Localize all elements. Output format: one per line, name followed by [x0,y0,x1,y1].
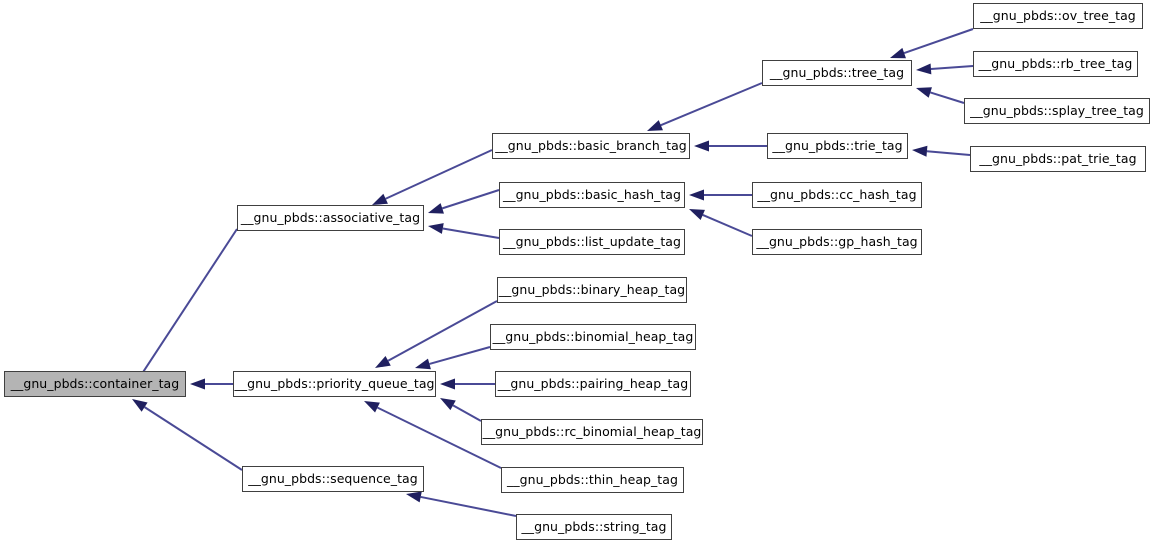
node-label-tree_tag: __gnu_pbds::tree_tag [769,64,905,80]
node-label-rc_binomial_heap_tag: __gnu_pbds::rc_binomial_heap_tag [482,423,702,439]
edge-basic_branch_tag-to-associative_tag [372,149,493,205]
node-priority_queue_tag[interactable]: __gnu_pbds::priority_queue_tag [233,371,436,397]
node-label-binary_heap_tag: __gnu_pbds::binary_heap_tag [498,281,686,297]
edge-list_update_tag-to-associative_tag [428,223,500,239]
arrowhead [440,378,455,390]
edge-pat_trie_tag-to-trie_tag [912,145,971,157]
node-label-pairing_heap_tag: __gnu_pbds::pairing_heap_tag [497,375,689,391]
arrowhead [689,209,705,220]
node-label-thin_heap_tag: __gnu_pbds::thin_heap_tag [507,471,678,487]
arrowhead [364,401,380,413]
node-string_tag[interactable]: __gnu_pbds::string_tag [516,514,672,540]
arrowhead [890,47,906,59]
edge-binary_heap_tag-to-priority_queue_tag [375,300,498,368]
node-associative_tag[interactable]: __gnu_pbds::associative_tag [237,205,424,231]
edge-string_tag-to-sequence_tag [406,491,517,517]
arrowhead [428,223,444,234]
arrowhead [916,87,932,98]
node-label-pat_trie_tag: __gnu_pbds::pat_trie_tag [979,150,1137,166]
node-ov_tree_tag[interactable]: __gnu_pbds::ov_tree_tag [973,3,1143,29]
arrowhead [428,203,444,214]
node-label-trie_tag: __gnu_pbds::trie_tag [772,137,903,153]
arrowhead [440,398,456,411]
node-label-ov_tree_tag: __gnu_pbds::ov_tree_tag [980,7,1136,23]
arrowhead [694,140,709,152]
node-rb_tree_tag[interactable]: __gnu_pbds::rb_tree_tag [973,51,1138,77]
edge-rb_tree_tag-to-tree_tag [916,63,974,75]
edge-tree_tag-to-basic_branch_tag [647,82,763,131]
node-pat_trie_tag[interactable]: __gnu_pbds::pat_trie_tag [970,146,1146,172]
node-list_update_tag[interactable]: __gnu_pbds::list_update_tag [499,229,685,255]
arrowhead [132,399,148,412]
edge-thin_heap_tag-to-priority_queue_tag [364,401,502,469]
arrowhead [375,355,391,368]
node-sequence_tag[interactable]: __gnu_pbds::sequence_tag [242,466,424,492]
node-label-splay_tree_tag: __gnu_pbds::splay_tree_tag [970,102,1144,118]
edge-basic_hash_tag-to-associative_tag [428,189,500,214]
node-label-basic_hash_tag: __gnu_pbds::basic_hash_tag [502,186,682,202]
node-basic_branch_tag[interactable]: __gnu_pbds::basic_branch_tag [492,133,690,159]
node-binary_heap_tag[interactable]: __gnu_pbds::binary_heap_tag [497,277,687,303]
node-label-priority_queue_tag: __gnu_pbds::priority_queue_tag [234,375,435,391]
node-binomial_heap_tag[interactable]: __gnu_pbds::binomial_heap_tag [490,324,696,350]
node-label-associative_tag: __gnu_pbds::associative_tag [240,209,421,225]
edge-associative_tag-to-container_tag [130,228,238,392]
node-thin_heap_tag[interactable]: __gnu_pbds::thin_heap_tag [501,467,684,493]
node-tree_tag[interactable]: __gnu_pbds::tree_tag [762,60,912,86]
edge-sequence_tag-to-container_tag [132,399,243,471]
edge-priority_queue_tag-to-container_tag [190,378,233,390]
edge-ov_tree_tag-to-tree_tag [890,28,974,59]
edge-cc_hash_tag-to-basic_hash_tag [689,189,752,201]
node-basic_hash_tag[interactable]: __gnu_pbds::basic_hash_tag [499,182,685,208]
arrowhead [916,63,932,75]
edge-rc_binomial_heap_tag-to-priority_queue_tag [440,398,482,422]
node-label-rb_tree_tag: __gnu_pbds::rb_tree_tag [978,55,1133,71]
edge-binomial_heap_tag-to-priority_queue_tag [415,346,491,370]
arrowhead [372,193,388,205]
arrowhead [912,145,928,157]
node-trie_tag[interactable]: __gnu_pbds::trie_tag [767,133,908,159]
node-label-binomial_heap_tag: __gnu_pbds::binomial_heap_tag [492,328,694,344]
node-label-basic_branch_tag: __gnu_pbds::basic_branch_tag [495,137,687,153]
node-label-gp_hash_tag: __gnu_pbds::gp_hash_tag [756,233,918,249]
node-pairing_heap_tag[interactable]: __gnu_pbds::pairing_heap_tag [495,371,691,397]
arrowhead [406,491,422,503]
node-label-cc_hash_tag: __gnu_pbds::cc_hash_tag [757,186,917,202]
node-label-string_tag: __gnu_pbds::string_tag [521,518,667,534]
arrowhead [689,189,704,201]
arrowhead [190,378,205,390]
node-label-container_tag: __gnu_pbds::container_tag [10,375,180,391]
node-label-list_update_tag: __gnu_pbds::list_update_tag [502,233,682,249]
edge-pairing_heap_tag-to-priority_queue_tag [440,378,495,390]
node-rc_binomial_heap_tag[interactable]: __gnu_pbds::rc_binomial_heap_tag [481,419,703,445]
node-splay_tree_tag[interactable]: __gnu_pbds::splay_tree_tag [964,98,1150,124]
node-label-sequence_tag: __gnu_pbds::sequence_tag [248,470,418,486]
edge-splay_tree_tag-to-tree_tag [916,87,965,104]
node-gp_hash_tag[interactable]: __gnu_pbds::gp_hash_tag [752,229,922,255]
edge-gp_hash_tag-to-basic_hash_tag [689,209,753,237]
node-cc_hash_tag[interactable]: __gnu_pbds::cc_hash_tag [752,182,922,208]
arrowhead [647,120,663,131]
node-container_tag[interactable]: __gnu_pbds::container_tag [4,371,186,397]
arrowhead [415,358,431,370]
edge-trie_tag-to-basic_branch_tag [694,140,767,152]
